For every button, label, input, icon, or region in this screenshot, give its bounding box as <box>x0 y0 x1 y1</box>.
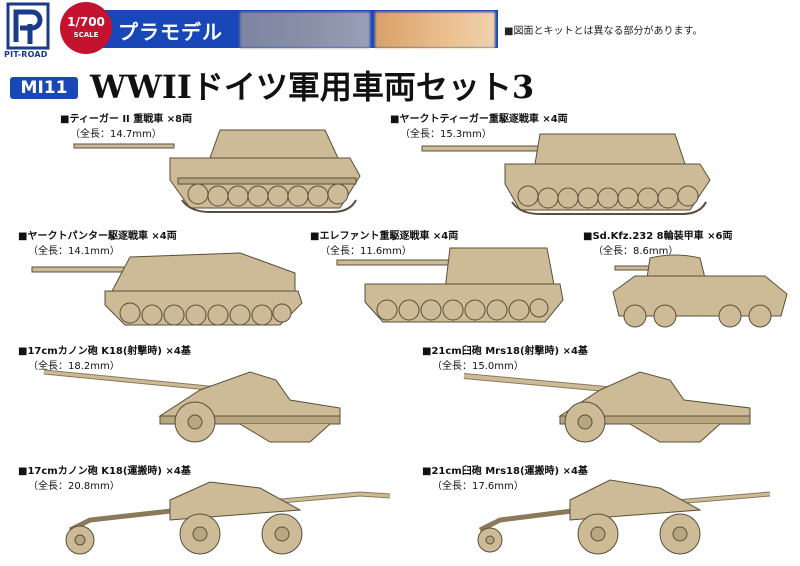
notice-text: ■図面とキットとは異なる部分があります。 <box>504 26 703 37</box>
item-length: （全長：8.6mm） <box>593 246 679 257</box>
item-length: （全長：20.8mm） <box>28 481 120 492</box>
item-length: （全長：15.3mm） <box>400 129 492 140</box>
scale-number: 1/700 <box>67 15 105 29</box>
item-name: ■21cm臼砲 Mrs18(射撃時) ×4基 <box>422 346 588 357</box>
header: PIT-ROAD 1/700 SCALE プラモデル ■図面とキットとは異なる部… <box>0 0 800 66</box>
mrs18-transport-illustration <box>477 479 771 555</box>
item-length: （全長：11.6mm） <box>320 246 412 257</box>
item-jagdtiger: ■ヤークトティーガー重駆逐戦車 ×4両 （全長：15.3mm） <box>390 110 568 140</box>
blurred-logo-2 <box>375 12 495 48</box>
item-length: （全長：14.7mm） <box>70 129 162 140</box>
item-elefant: ■エレファント重駆逐戦車 ×4両 （全長：11.6mm） <box>310 227 458 257</box>
k18-firing-illustration <box>43 369 341 443</box>
item-k18-transport: ■17cmカノン砲 K18(運搬時) ×4基 （全長：20.8mm） <box>18 462 191 492</box>
product-title: WWIIドイツ軍用車両セット3 <box>90 68 535 106</box>
pit-road-logo-icon <box>6 2 50 50</box>
logo-text: PIT-ROAD <box>4 50 48 59</box>
item-length: （全長：18.2mm） <box>28 361 120 372</box>
item-k18-firing: ■17cmカノン砲 K18(射撃時) ×4基 （全長：18.2mm） <box>18 342 191 372</box>
item-sdkfz232: ■Sd.Kfz.232 8輪装甲車 ×6両 （全長：8.6mm） <box>583 227 732 257</box>
scale-badge: 1/700 SCALE <box>60 2 112 54</box>
item-name: ■17cmカノン砲 K18(運搬時) ×4基 <box>18 466 191 477</box>
jagdpanther-illustration <box>31 252 303 326</box>
product-code: MI11 <box>10 77 78 99</box>
item-name: ■21cm臼砲 Mrs18(運搬時) ×4基 <box>422 466 588 477</box>
item-name: ■ティーガー II 重戦車 ×8両 <box>60 114 193 125</box>
item-length: （全長：17.6mm） <box>432 481 524 492</box>
jagdtiger-illustration <box>421 133 711 215</box>
sdkfz232-illustration <box>612 254 788 328</box>
tiger2-illustration <box>73 129 361 213</box>
item-length: （全長：14.1mm） <box>28 246 120 257</box>
item-name: ■エレファント重駆逐戦車 ×4両 <box>310 231 459 242</box>
item-name: ■Sd.Kfz.232 8輪装甲車 ×6両 <box>583 231 733 242</box>
mrs18-firing-illustration <box>463 371 751 443</box>
item-mrs18-firing: ■21cm臼砲 Mrs18(射撃時) ×4基 （全長：15.0mm） <box>422 342 588 372</box>
item-mrs18-transport: ■21cm臼砲 Mrs18(運搬時) ×4基 （全長：17.6mm） <box>422 462 588 492</box>
banner-text: プラモデル <box>118 20 223 44</box>
scale-label: SCALE <box>73 31 99 39</box>
item-name: ■ヤークトパンター駆逐戦車 ×4両 <box>18 231 177 242</box>
blurred-logo-1 <box>240 12 370 48</box>
item-tiger2: ■ティーガー II 重戦車 ×8両 （全長：14.7mm） <box>60 110 192 140</box>
k18-transport-illustration <box>65 481 391 555</box>
item-jagdpanther: ■ヤークトパンター駆逐戦車 ×4両 （全長：14.1mm） <box>18 227 177 257</box>
item-name: ■17cmカノン砲 K18(射撃時) ×4基 <box>18 346 191 357</box>
item-length: （全長：15.0mm） <box>432 361 524 372</box>
item-name: ■ヤークトティーガー重駆逐戦車 ×4両 <box>390 114 568 125</box>
elefant-illustration <box>336 247 564 323</box>
